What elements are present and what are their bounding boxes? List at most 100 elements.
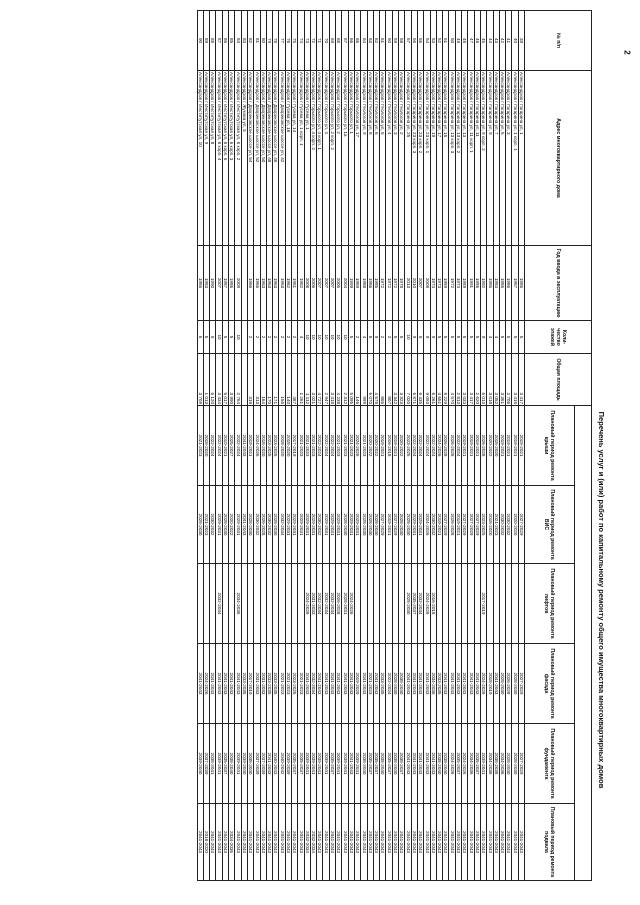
row-floors-cell: 9 [417,320,424,354]
row-ish-cell: 2029-2031 [297,485,305,564]
row-basement-cell: 2041-2043 [222,803,229,881]
row-lift-cell [518,563,525,644]
row-foundation-cell: 2035-2037 [373,723,380,804]
row-area-cell: 4 570 [448,353,456,406]
row-foundation-cell: 2039-2041 [310,723,317,804]
row-lift-cell [461,563,468,644]
row-year-cell: 1972 [392,245,399,321]
row-area-cell: 3 021 [310,353,317,406]
row-facade-cell: 2021-2023 [297,643,305,724]
row-facade-cell: 2018-2019 [486,643,494,724]
row-area-cell: 6 871 [411,353,418,406]
row-year-cell: 1992 [480,245,487,321]
row-ish-cell: 2029-2031 [215,485,223,564]
row-ish-cell: 2030-2032 [253,485,261,564]
row-lift-cell [291,563,298,644]
row-floors-cell: 10 [215,320,223,354]
row-foundation-cell: 2040-2042 [278,723,286,804]
row-roof-cell: 2026-2028 [448,405,456,486]
row-facade-cell: 2031-2033 [260,643,267,724]
row-foundation-cell: 2037-2039 [253,723,261,804]
row-lift-cell: 2024-2026 [304,563,311,644]
row-address-cell: Александров г Гусева ул, 1 [304,70,311,246]
row-basement-cell: 2041-2043 [385,803,393,881]
row-year-cell: 2005 [335,245,342,321]
row-ish-cell: 2027-2029 [379,485,386,564]
row-floors-cell: 5 [455,320,462,354]
row-year-cell: 1985 [486,245,494,321]
row-address-cell: Александров г Гагарина ул, 23 корп. 1 [423,70,431,246]
row-roof-cell: 2021-2023 [304,405,311,486]
row-area-cell: 1 112 [304,353,311,406]
row-basement-cell: 2041-2043 [291,803,298,881]
row-ish-cell: 2029-2031 [234,485,242,564]
row-ish-cell: 2028-2030 [360,485,368,564]
row-address-cell: Александров г Горького ул, 1 [348,70,355,246]
row-basement-cell: 2041-2043 [417,803,424,881]
row-address-cell: Александров г Геологов ул, 5 [379,70,386,246]
row-floors-cell: 5 [461,320,468,354]
row-facade-cell: 2028-2030 [511,643,519,724]
row-floors-cell: 10 [341,320,349,354]
row-facade-cell: 2033-2035 [266,643,273,724]
row-area-cell: 9 093 [423,353,431,406]
row-foundation-cell: 2038-2040 [228,723,235,804]
row-floors-cell: 4 [360,320,368,354]
row-year-cell: 1986 [197,245,204,321]
row-basement-cell: 2041-2043 [341,803,349,881]
row-year-cell: 2004 [341,245,349,321]
row-year-cell: 1973 [436,245,443,321]
row-num-cell: 51 [442,10,449,71]
row-num-cell: 77 [278,10,286,71]
row-address-cell: Александров г Двориковское шоссе ул, 54 [247,70,254,246]
row-ish-cell: 2030-2032 [209,485,216,564]
row-roof-cell: 2020-2022 [367,405,374,486]
row-basement-cell: 2041-2043 [373,803,380,881]
page-number: 2 [622,50,632,55]
row-basement-cell: 2041-2043 [367,803,374,881]
row-foundation-cell: 2039-2041 [215,723,223,804]
row-roof-cell: 2023-2025 [272,405,279,486]
repair-schedule-table: № п/п Адрес многоквартирного дома Год вв… [197,10,592,881]
row-year-cell: 2013 [404,245,412,321]
row-year-cell: 1986 [474,245,481,321]
row-floors-cell: 5 [511,320,519,354]
row-facade-cell: 2041-2043 [209,643,216,724]
row-basement-cell: 2041-2043 [493,803,500,881]
row-address-cell: Александров г Геологов ул, 2 [398,70,405,246]
row-lift-cell [467,563,475,644]
row-basement-cell: 2041-2043 [499,803,506,881]
row-area-cell: 164 [260,353,267,406]
row-address-cell: Александров г Гагарина ул, 1 [518,70,525,246]
row-lift-cell [360,563,368,644]
row-area-cell: 4 727 [316,353,323,406]
row-area-cell: 3 434 [215,353,223,406]
row-foundation-cell: 2038-2038 [493,723,500,804]
row-floors-cell: 10 [234,320,242,354]
row-ish-cell: 2019-2021 [385,485,393,564]
row-ish-cell: 2030-2032 [430,485,437,564]
col-header-address: Адрес многоквартирного дома [524,70,592,246]
row-address-cell: Александров г Институтская ул, 6 корп. 6 [222,70,229,246]
row-floors-cell: 10 [404,320,412,354]
row-num-cell: 82 [247,10,254,71]
row-roof-cell: 2024-2026 [253,405,261,486]
col-header-facade: Плановый период ремонта фасада [524,643,575,724]
row-floors-cell: 5 [392,320,399,354]
row-foundation-cell: 2038-2040 [436,723,443,804]
row-floors-cell: 10 [304,320,311,354]
row-address-cell: Александров г Гагарина ул, 9 [486,70,494,246]
row-ish-cell: 2024-2026 [423,485,431,564]
row-address-cell: Александров г Гагарина ул, 13 корп. 2 [455,70,462,246]
row-area-cell: 318 [247,353,254,406]
row-roof-cell: 2022-2024 [316,405,323,486]
row-facade-cell: 2031-2033 [253,643,261,724]
row-num-cell: 73 [304,10,311,71]
